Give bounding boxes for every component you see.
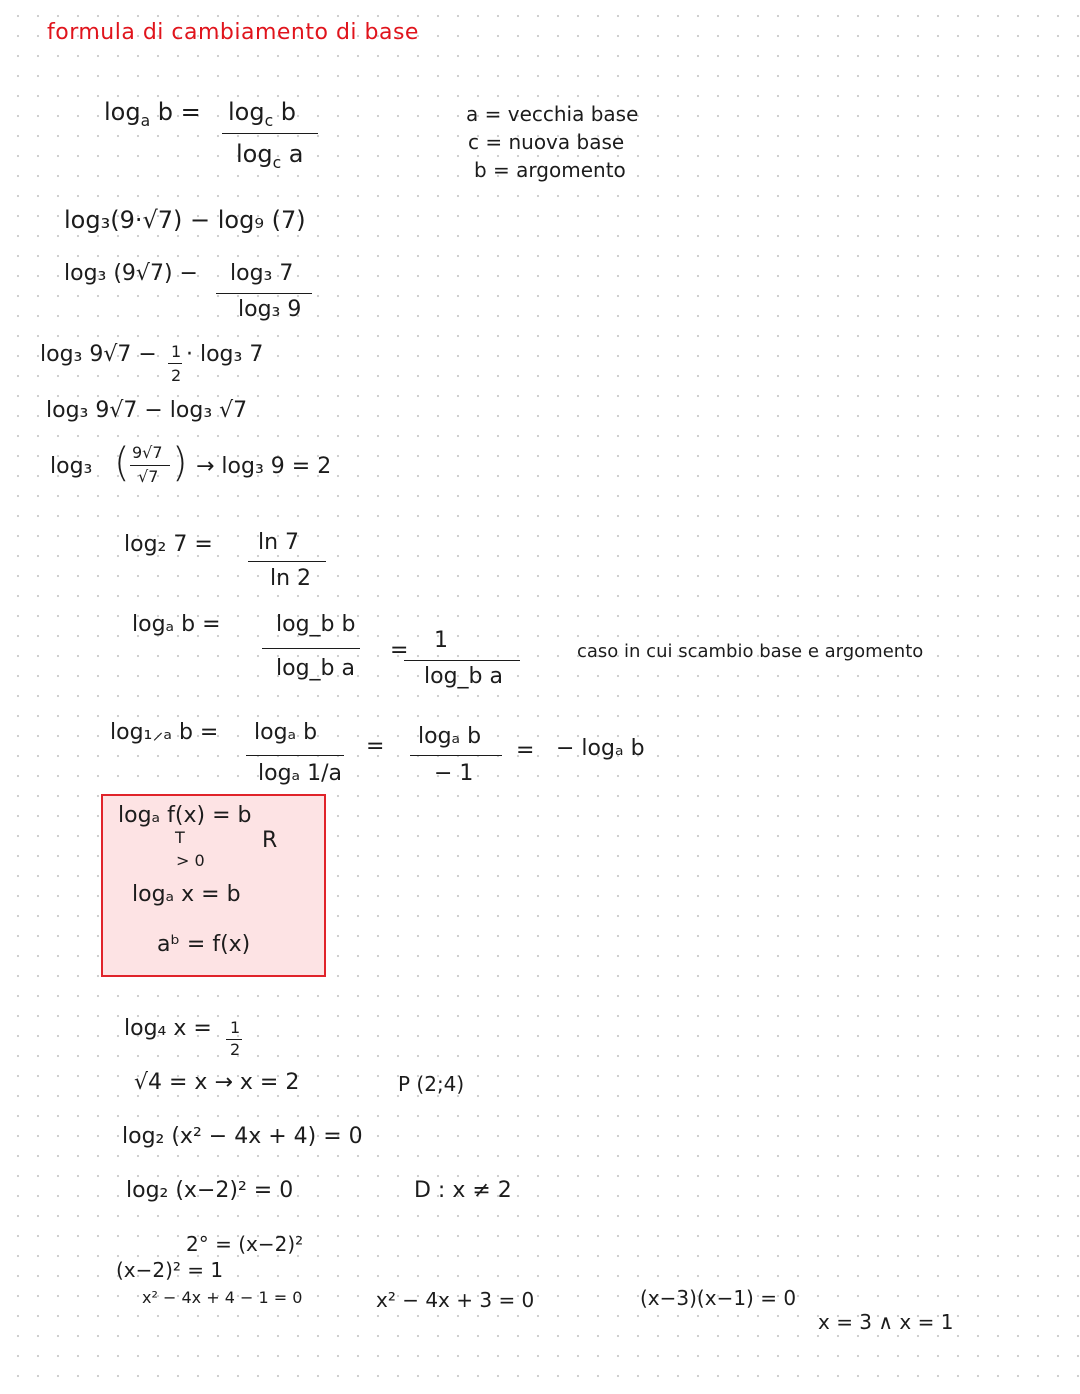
rule-lhs: loga b = [104, 98, 201, 130]
ex3-lhs: log₄ x = [124, 1016, 212, 1041]
box-gt0: > 0 [176, 851, 205, 870]
ex1-line5-b: → log₃ 9 = 2 [196, 454, 332, 479]
ex1-paren-open: ( [114, 440, 130, 486]
ex1-line5-num: 9√7 [132, 443, 163, 462]
ex3-half-bar [226, 1039, 242, 1040]
box-line3: aᵇ = f(x) [157, 932, 251, 957]
legend-new-base: c = nuova base [468, 130, 625, 154]
ex1-line1: log₃(9·√7) − log₉ (7) [64, 206, 306, 234]
rule-denominator: logc a [236, 140, 304, 172]
box-line2: logₐ x = b [132, 882, 241, 907]
recip-num: logₐ b [254, 720, 318, 745]
ex3-point: P (2;4) [398, 1072, 465, 1096]
recip-fraction-bar [246, 755, 344, 756]
recip-fraction-bar-2 [410, 755, 502, 756]
page-title: formula di cambiamento di base [47, 20, 419, 45]
swap-num: log_b b [276, 612, 356, 637]
ex3-line2: √4 = x → x = 2 [134, 1070, 300, 1095]
rule-numerator: logc b [228, 98, 297, 130]
ex2-num: ln 7 [258, 530, 300, 555]
ex1-line5-den: √7 [138, 467, 159, 486]
ex1-line5-bar [130, 465, 170, 466]
recip-result: − logₐ b [556, 736, 645, 761]
ex4-line8: x = 3 ∧ x = 1 [818, 1310, 954, 1334]
ex4-line4: (x−2)² = 1 [116, 1258, 224, 1282]
ex3-half-den: 2 [230, 1040, 241, 1059]
ex4-line3: 2° = (x−2)² [186, 1232, 304, 1256]
ex2-lhs: log₂ 7 = [124, 532, 213, 557]
definition-box [101, 794, 326, 977]
ex4-line2: log₂ (x−2)² = 0 [126, 1178, 294, 1203]
ex1-line2: log₃ (9√7) − [64, 261, 198, 286]
swap-den: log_b a [276, 656, 355, 681]
legend-old-base: a = vecchia base [466, 102, 639, 126]
swap-fraction-bar [262, 648, 360, 649]
box-arrow-up: T [175, 828, 185, 847]
rule-fraction-bar [222, 133, 318, 134]
ex1-line5-a: log₃ [50, 454, 93, 479]
recip-lhs: log₁⸝ₐ b = [110, 720, 219, 745]
ex1-half-den: 2 [171, 366, 182, 385]
ex1-frac-den: log₃ 9 [238, 297, 302, 322]
recip-equals: = [366, 734, 385, 759]
swap-num2: 1 [434, 628, 448, 653]
ex4-line7: (x−3)(x−1) = 0 [640, 1286, 797, 1310]
swap-den2: log_b a [424, 664, 503, 689]
ex4-line6: x² − 4x + 3 = 0 [376, 1288, 535, 1312]
ex4-domain: D : x ≠ 2 [414, 1178, 512, 1203]
swap-note: caso in cui scambio base e argomento [577, 641, 924, 662]
swap-lhs: logₐ b = [132, 612, 221, 637]
ex1-paren-close: ) [172, 440, 188, 486]
ex1-line3-b: · log₃ 7 [186, 342, 264, 367]
ex4-line1: log₂ (x² − 4x + 4) = 0 [122, 1124, 363, 1149]
swap-equals: = [390, 638, 409, 663]
ex1-half-bar [168, 363, 182, 364]
ex1-fraction-bar [216, 293, 312, 294]
legend-argument: b = argomento [474, 158, 626, 182]
ex4-line5: x² − 4x + 4 − 1 = 0 [142, 1288, 303, 1307]
ex1-half-num: 1 [171, 342, 182, 361]
ex1-line4: log₃ 9√7 − log₃ √7 [46, 398, 248, 423]
ex3-half-num: 1 [230, 1018, 241, 1037]
recip-num2: logₐ b [418, 724, 482, 749]
box-line1: logₐ f(x) = b [118, 803, 252, 828]
ex2-den: ln 2 [270, 566, 312, 591]
recip-equals-2: = [516, 738, 535, 763]
ex1-frac-num: log₃ 7 [230, 261, 294, 286]
ex2-fraction-bar [248, 561, 326, 562]
recip-den2: − 1 [434, 761, 474, 786]
swap-fraction-bar-2 [404, 660, 520, 661]
ex1-line3-a: log₃ 9√7 − [40, 342, 157, 367]
recip-den: logₐ 1/a [258, 761, 343, 786]
box-real: R [262, 828, 278, 853]
